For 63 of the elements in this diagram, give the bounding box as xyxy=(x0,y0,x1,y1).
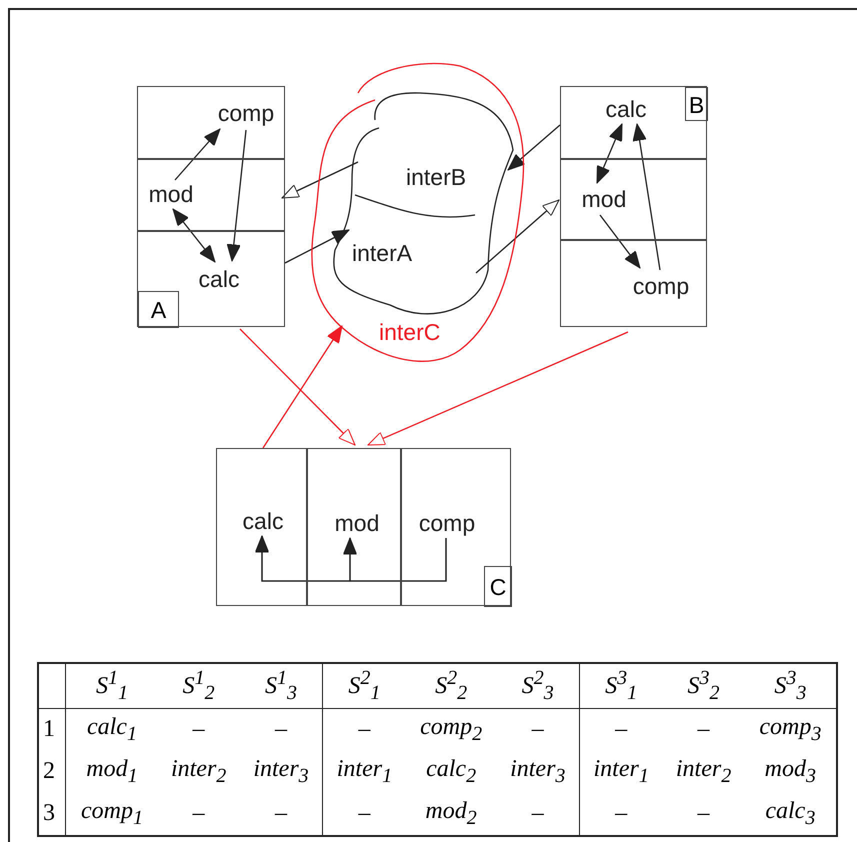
table-cell: comp$_{3}$ xyxy=(744,708,837,751)
table-cell: – xyxy=(240,792,323,836)
arrow xyxy=(596,124,623,184)
table-cell: – xyxy=(496,792,580,836)
region-label: interA xyxy=(352,239,412,268)
table-cell: – xyxy=(662,792,745,836)
arrow xyxy=(368,331,628,446)
module-label: comp xyxy=(627,271,695,301)
table-cell: – xyxy=(662,708,745,751)
arrow xyxy=(476,200,560,274)
component-box xyxy=(216,448,511,606)
arrow xyxy=(343,538,447,582)
table-cell: inter$_{3}$ xyxy=(496,750,580,793)
region-label: interC xyxy=(379,318,440,347)
table-cell-text: inter$_{2}$ xyxy=(170,754,228,789)
arrow xyxy=(255,536,351,582)
table-cell-text: calc$_{2}$ xyxy=(425,754,478,789)
table-cell: – xyxy=(158,708,240,751)
arrow xyxy=(240,328,356,446)
module-label: calc xyxy=(237,506,289,536)
table-cell: inter$_{1}$ xyxy=(579,750,662,793)
component-box xyxy=(137,86,285,327)
table-cell: calc$_{1}$ xyxy=(66,708,158,751)
arrow xyxy=(262,326,343,448)
table-cell-text: inter$_{2}$ xyxy=(674,754,732,789)
corner-label: C xyxy=(484,566,512,607)
arrow xyxy=(226,130,247,262)
module-label: calc xyxy=(193,264,245,294)
row-number: 3 xyxy=(38,792,66,836)
module-label: mod xyxy=(576,184,632,214)
arrow xyxy=(282,161,358,199)
module-label: mod xyxy=(141,179,201,209)
table-cell: comp$_{1}$ xyxy=(66,792,158,836)
arrow xyxy=(174,128,220,180)
table-cell: – xyxy=(322,792,406,836)
table-cell: inter$_{1}$ xyxy=(322,750,406,793)
arrow xyxy=(284,229,350,264)
row-number: 1 xyxy=(38,708,66,751)
table-cell: – xyxy=(579,792,662,836)
table-cell: inter$_{3}$ xyxy=(240,750,323,793)
table-cell: mod$_{3}$ xyxy=(744,750,837,793)
module-label: calc xyxy=(599,94,653,124)
arrow xyxy=(172,208,216,262)
table-cell: – xyxy=(579,708,662,751)
module-label: comp xyxy=(413,508,481,538)
arrow xyxy=(632,124,661,270)
table-cell: – xyxy=(240,708,323,751)
table-cell: comp$_{2}$ xyxy=(406,708,497,751)
module-label: mod xyxy=(327,508,387,538)
table-cell: mod$_{1}$ xyxy=(66,750,158,793)
corner-label: A xyxy=(138,291,179,328)
table-cell: – xyxy=(158,792,240,836)
arrow xyxy=(599,214,641,268)
table-cell: calc$_{3}$ xyxy=(744,792,837,836)
arrow xyxy=(508,124,560,170)
corner-label: B xyxy=(685,87,708,121)
component-box xyxy=(560,86,707,327)
region-label: interB xyxy=(406,163,466,192)
module-label: comp xyxy=(213,98,279,128)
table-cell: mod$_{2}$ xyxy=(406,792,497,836)
row-number: 2 xyxy=(38,750,66,793)
table-cell: – xyxy=(496,708,580,751)
table-cell: – xyxy=(322,708,406,751)
